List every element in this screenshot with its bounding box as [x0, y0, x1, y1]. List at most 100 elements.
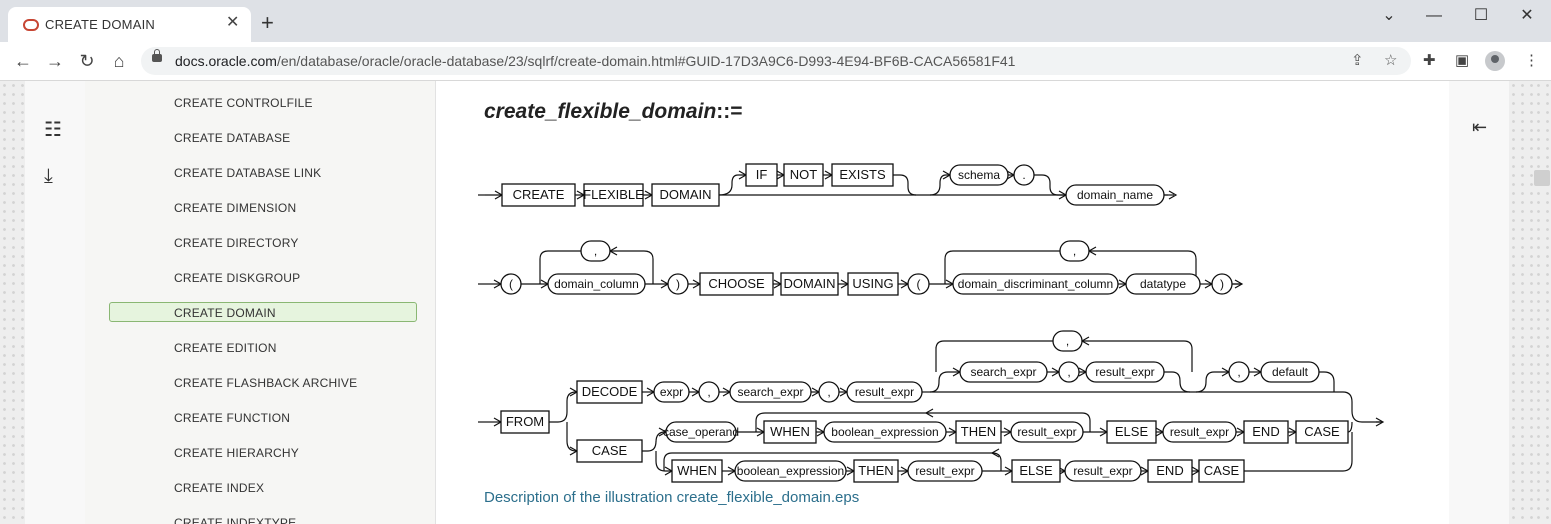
rr-node-dot: . [1022, 168, 1025, 182]
side-panel-icon[interactable]: ▣ [1455, 52, 1470, 69]
rr-node-expr-shape [653, 381, 690, 403]
toc-item-create-directory[interactable]: CREATE DIRECTORY [174, 236, 299, 250]
rr-node-rparen-shape [1211, 273, 1233, 295]
back-arrow-icon[interactable]: ← [14, 51, 32, 71]
toc-item-create-dimension[interactable]: CREATE DIMENSION [174, 201, 297, 215]
right-panel: ⇤ [1449, 81, 1509, 524]
rr-node-rparen-shape [667, 273, 689, 295]
rr-node-then: THEN [961, 424, 996, 439]
rr-node-boolean-expression: boolean_expression [737, 464, 844, 478]
toc-active-highlight [109, 302, 417, 322]
rr-node-choose: CHOOSE [708, 276, 765, 291]
rr-node-comma: , [827, 385, 830, 399]
rr-node-exists: EXISTS [839, 167, 886, 182]
rr-node-else-shape [1011, 459, 1061, 483]
toc-item-create-domain[interactable]: CREATE DOMAIN [174, 306, 276, 320]
rr-node-comma-shape [580, 240, 611, 262]
rr-node-else: ELSE [1115, 424, 1149, 439]
toc-item-create-function[interactable]: CREATE FUNCTION [174, 411, 291, 425]
profile-avatar[interactable] [1485, 51, 1505, 71]
url-text[interactable]: docs.oracle.com/en/database/oracle/oracl… [175, 53, 1016, 69]
table-of-contents-icon[interactable]: ☷ [44, 119, 62, 141]
rr-node-using: USING [852, 276, 893, 291]
rr-node-case-shape [1198, 459, 1245, 483]
rr-node-default: default [1272, 365, 1309, 379]
page-margin-left [0, 81, 25, 524]
rr-node-boolean-expression: boolean_expression [831, 425, 938, 439]
rr-node-comma-shape [1228, 361, 1250, 383]
maximize-button[interactable]: ☐ [1473, 7, 1489, 24]
rr-node-domain-column: domain_column [554, 277, 639, 291]
rr-node-create-shape [501, 183, 576, 207]
tab-close-button[interactable]: ✕ [226, 14, 240, 31]
minimize-button[interactable]: — [1426, 7, 1442, 24]
rr-node-choose-shape [699, 272, 774, 296]
browser-toolbar: ← → ↻ ⌂ docs.oracle.com/en/database/orac… [0, 42, 1551, 81]
rr-node-end: END [1156, 463, 1183, 478]
toc-item-create-index[interactable]: CREATE INDEX [174, 481, 265, 495]
oracle-favicon-icon [23, 19, 39, 31]
rr-node-using-shape [847, 272, 899, 296]
rr-node-result-expr: result_expr [915, 464, 974, 478]
toc-item-create-diskgroup[interactable]: CREATE DISKGROUP [174, 271, 301, 285]
rr-node-domain-discriminant-column-shape [952, 273, 1119, 295]
bookmark-star-icon[interactable]: ☆ [1384, 52, 1398, 69]
rr-node-search-expr: search_expr [737, 385, 803, 399]
share-icon[interactable]: ⇪ [1351, 52, 1364, 69]
rr-node-comma-shape [818, 381, 840, 403]
close-window-button[interactable]: ✕ [1520, 7, 1534, 24]
description-link[interactable]: Description of the illustration create_f… [484, 489, 860, 506]
rr-node-lparen: ( [509, 277, 513, 291]
lock-icon[interactable] [152, 49, 162, 62]
rr-node-lparen-shape [907, 273, 930, 295]
toc-item-create-flashback-archive[interactable]: CREATE FLASHBACK ARCHIVE [174, 376, 358, 390]
rr-node-case-shape [1295, 420, 1349, 444]
home-icon[interactable]: ⌂ [113, 51, 125, 71]
rr-node-case-shape [576, 439, 643, 463]
rr-node-domain: DOMAIN [784, 276, 836, 291]
toc-item-create-database-link[interactable]: CREATE DATABASE LINK [174, 166, 322, 180]
rr-node-lparen: ( [917, 277, 921, 291]
extensions-puzzle-icon[interactable]: ✚ [1423, 52, 1436, 69]
rr-node-result-expr-shape [1064, 460, 1142, 482]
rr-node-comma: , [1066, 334, 1069, 348]
tab-search-chevron-icon[interactable]: ⌄ [1382, 7, 1396, 24]
rr-node-when: WHEN [770, 424, 810, 439]
reload-icon[interactable]: ↻ [79, 51, 95, 71]
toc-sidebar: CREATE CONTROLFILE CREATE DATABASE CREAT… [85, 81, 436, 524]
rr-node-exists-shape [831, 163, 894, 187]
rr-node-result-expr: result_expr [1017, 425, 1076, 439]
rr-node-result-expr-shape [1010, 421, 1084, 443]
toc-item-create-indextype[interactable]: CREATE INDEXTYPE [174, 516, 297, 524]
rr-node-comma-shape [1052, 330, 1083, 352]
rr-node-domain-discriminant-column: domain_discriminant_column [958, 277, 1113, 291]
toc-item-create-database[interactable]: CREATE DATABASE [174, 131, 291, 145]
menu-kebab-icon[interactable]: ⋮ [1524, 52, 1539, 69]
rr-node-boolean-expression-shape [734, 460, 847, 482]
tab-title: CREATE DOMAIN [45, 17, 155, 32]
rr-node-result-expr: result_expr [1073, 464, 1132, 478]
rr-node-default-shape [1260, 361, 1320, 383]
rr-node-comma-shape [1059, 240, 1090, 262]
rr-node-comma: , [1067, 365, 1070, 379]
rr-node-comma: , [594, 244, 597, 258]
syntax-heading: create_flexible_domain::= [484, 100, 743, 123]
scrollbar-thumb[interactable] [1534, 170, 1550, 186]
rr-node-then-shape [955, 420, 1002, 444]
rr-arrowhead [1168, 190, 1178, 200]
new-tab-button[interactable]: + [261, 10, 274, 35]
rr-node-when-shape [671, 459, 723, 483]
toc-item-create-hierarchy[interactable]: CREATE HIERARCHY [174, 446, 299, 460]
browser-tab[interactable]: CREATE DOMAIN ✕ [8, 7, 251, 42]
rr-node-search-expr: search_expr [970, 365, 1036, 379]
rr-node-end-shape [1147, 459, 1193, 483]
collapse-panel-icon[interactable]: ⇤ [1472, 117, 1488, 137]
toc-item-create-edition[interactable]: CREATE EDITION [174, 341, 277, 355]
forward-arrow-icon[interactable]: → [46, 51, 64, 71]
rr-node-comma-shape [698, 381, 720, 403]
scrollbar-track[interactable] [1534, 81, 1551, 524]
address-bar[interactable]: docs.oracle.com/en/database/oracle/oracl… [141, 47, 1411, 75]
toc-item-create-controlfile[interactable]: CREATE CONTROLFILE [174, 96, 313, 110]
download-icon[interactable]: ⤓ [44, 165, 53, 187]
rr-node-expr: expr [660, 385, 683, 399]
